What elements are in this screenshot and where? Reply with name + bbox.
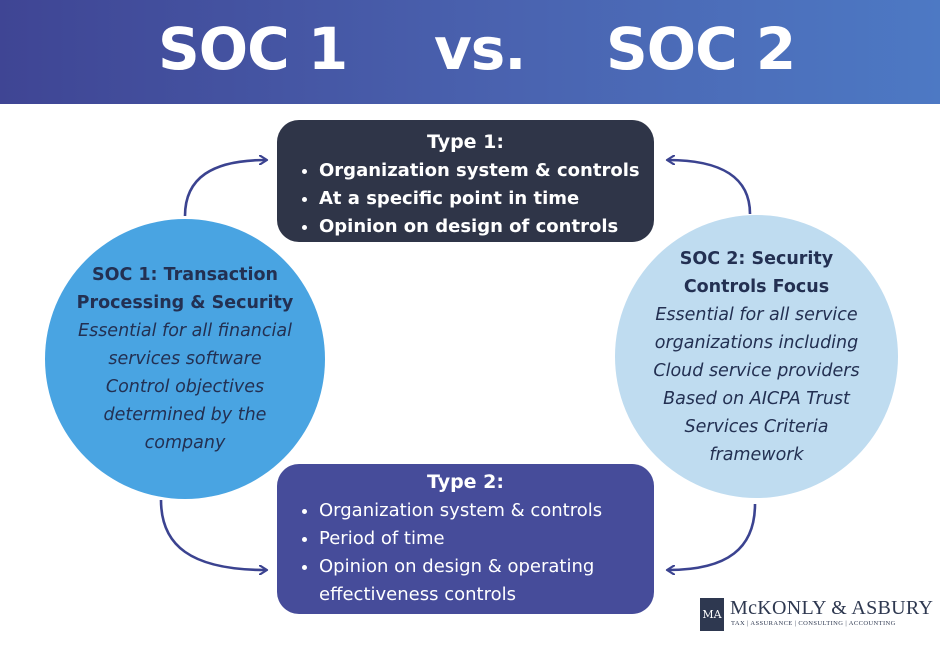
soc1-circle-title-line: Processing & Security bbox=[76, 293, 294, 313]
soc2-circle-desc-line: Services Criteria bbox=[684, 416, 829, 437]
type2-bullet: Opinion on design & operating effectiven… bbox=[319, 553, 654, 609]
logo-company-name: McKONLY & ASBURY bbox=[730, 597, 934, 619]
soc1-circle-desc-line: determined by the bbox=[103, 405, 267, 425]
header-vs-label: vs. bbox=[434, 15, 526, 83]
soc1-circle-desc-line: company bbox=[144, 433, 226, 453]
type2-title: Type 2: bbox=[426, 471, 504, 493]
arrow-soc2-to-type1 bbox=[668, 160, 752, 215]
type1-bullet: At a specific point in time bbox=[319, 185, 654, 213]
company-logo: MA McKONLY & ASBURY TAX | ASSURANCE | CO… bbox=[700, 597, 933, 634]
soc2-circle-desc-line: framework bbox=[709, 444, 804, 465]
type2-bullet: Period of time bbox=[319, 525, 654, 553]
type1-box: Type 1: Organization system & controls A… bbox=[277, 120, 654, 242]
type2-box: Type 2: Organization system & controls P… bbox=[277, 464, 654, 614]
type1-bullet: Opinion on design of controls bbox=[319, 213, 654, 241]
soc2-circle: SOC 2: Security Controls Focus Essential… bbox=[615, 215, 898, 498]
soc2-circle-title-line: SOC 2: Security bbox=[679, 248, 834, 269]
type1-bullet-list: Organization system & controls At a spec… bbox=[277, 157, 654, 241]
soc1-circle-desc-line: Control objectives bbox=[105, 377, 265, 397]
type2-bullet-list: Organization system & controls Period of… bbox=[277, 497, 654, 609]
header-banner: SOC 1 vs. SOC 2 bbox=[0, 0, 940, 104]
soc1-circle-desc-line: services software bbox=[108, 349, 262, 369]
arrow-soc1-to-type1 bbox=[183, 160, 266, 217]
soc1-circle: SOC 1: Transaction Processing & Security… bbox=[45, 219, 325, 499]
type1-bullet: Organization system & controls bbox=[319, 157, 654, 185]
soc1-circle-desc-line: Essential for all financial bbox=[78, 321, 292, 341]
soc1-circle-title-line: SOC 1: Transaction bbox=[91, 265, 279, 285]
arrow-soc2-to-type2 bbox=[668, 503, 757, 570]
soc2-circle-desc-line: Based on AICPA Trust bbox=[663, 388, 850, 409]
type1-title: Type 1: bbox=[426, 131, 504, 153]
type2-bullet: Organization system & controls bbox=[319, 497, 654, 525]
soc2-circle-title-line: Controls Focus bbox=[683, 276, 830, 297]
arrow-soc1-to-type2 bbox=[159, 499, 266, 570]
soc2-circle-desc-line: Essential for all service bbox=[655, 304, 858, 325]
logo-mark-icon: MA bbox=[700, 598, 724, 631]
soc2-circle-desc-line: organizations including bbox=[654, 332, 859, 353]
logo-tagline: TAX | ASSURANCE | CONSULTING | ACCOUNTIN… bbox=[731, 620, 896, 627]
header-soc1-title: SOC 1 bbox=[158, 15, 348, 83]
soc2-circle-desc-line: Cloud service providers bbox=[653, 360, 860, 381]
header-soc2-title: SOC 2 bbox=[606, 15, 796, 83]
